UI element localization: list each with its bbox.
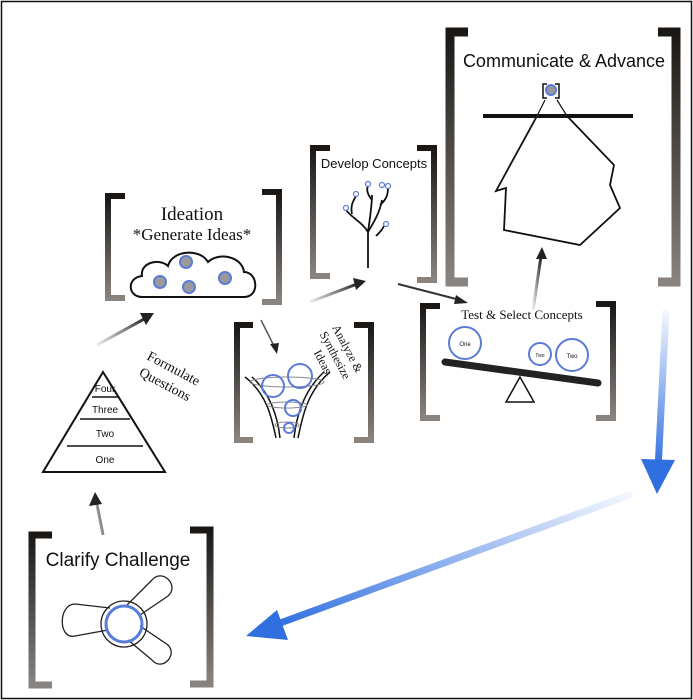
test-select-stage: Test & Select Concepts One Two Two (420, 301, 616, 421)
clarify-right-bracket (190, 526, 214, 688)
arrowhead (270, 343, 279, 354)
communicate-stage: Communicate & Advance (445, 27, 681, 287)
loop-arrow-down (654, 309, 670, 471)
bead-left-bracket (542, 83, 547, 99)
develop-left-bracket (310, 145, 330, 279)
arrow-formulate-to-ideation (96, 316, 147, 347)
test-title: Test & Select Concepts (461, 307, 582, 322)
arrowhead (89, 492, 102, 506)
arrow-develop-to-test (397, 283, 461, 301)
clarify-challenge-stage (28, 526, 214, 689)
develop-title: Develop Concepts (321, 156, 428, 171)
arrow-analyze-to-develop (309, 282, 358, 304)
loop-arrow-back (270, 490, 634, 630)
idea-bubbles (261, 363, 313, 434)
communicate-right-bracket (658, 27, 681, 287)
analyze-right-bracket (354, 322, 374, 443)
arrow-clarify-to-formulate (94, 499, 105, 536)
pyramid-outline (41, 370, 167, 473)
clarify-left-bracket (28, 531, 52, 689)
ideation-title: Ideation (161, 204, 224, 225)
arrowhead (140, 313, 154, 325)
arrow-ideation-to-analyze (260, 319, 275, 347)
analyze-left-bracket (234, 322, 253, 443)
analyze-stage: Analyze & Synthesize Ideas (234, 322, 374, 443)
arrow-test-to-communicate (531, 255, 543, 311)
bead-icon (545, 84, 557, 96)
concept-circle-two-small (528, 342, 552, 366)
tree-icon (345, 185, 389, 268)
test-left-bracket (420, 303, 440, 421)
spinner-icon (61, 575, 173, 665)
pyramid-level-one: One (96, 455, 115, 466)
loop-arrowhead-down (641, 459, 675, 494)
ideation-stage: Ideation *Generate Ideas* (105, 189, 282, 305)
concept-label-two-b: Two (566, 354, 578, 360)
idea-dots (153, 255, 232, 294)
communicate-title: Communicate & Advance (463, 51, 665, 71)
concept-circles (448, 326, 589, 372)
develop-concepts-stage: Develop Concepts (310, 145, 437, 283)
cargo-shape (494, 115, 622, 246)
cloud-icon (129, 251, 257, 298)
arrowhead (454, 295, 468, 304)
pyramid-level-two: Two (96, 429, 115, 440)
clarify-title: Clarify Challenge (46, 550, 191, 571)
loop-arrowhead-back (246, 610, 288, 640)
test-right-bracket (596, 301, 616, 421)
concept-label-one: One (459, 342, 471, 348)
formulate-questions-stage: Four Three Two One Formulate Questions (41, 349, 202, 473)
arrowhead (353, 278, 366, 290)
bead-right-bracket (555, 83, 560, 99)
balance-fulcrum (504, 375, 536, 403)
arrowhead (536, 247, 547, 259)
develop-right-bracket (417, 145, 437, 283)
funnel-icon (244, 371, 331, 439)
pyramid-level-four: Four (95, 384, 116, 395)
ideation-right-bracket (262, 189, 282, 305)
concept-circle-one (448, 326, 482, 360)
ideation-subtitle: *Generate Ideas* (133, 225, 251, 244)
communicate-left-bracket (445, 27, 468, 287)
concept-circle-two-large (555, 338, 589, 372)
crane-hook-lines (536, 99, 568, 117)
ideation-left-bracket (105, 193, 125, 301)
tree-buds (342, 180, 392, 228)
flow-arrows (89, 247, 675, 640)
pyramid-level-three: Three (92, 405, 119, 416)
balance-beam (441, 358, 602, 387)
concept-label-two-a: Two (535, 353, 544, 359)
